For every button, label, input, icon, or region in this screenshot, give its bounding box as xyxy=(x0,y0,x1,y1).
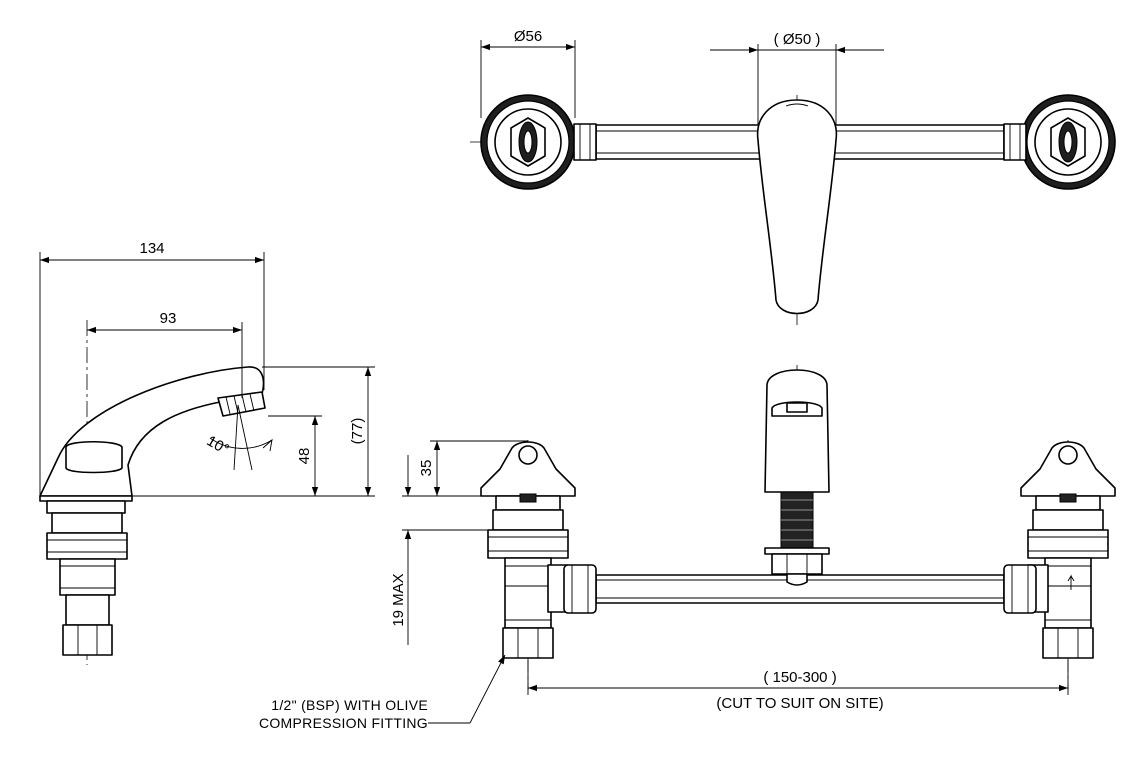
dim-handle-height: 35 xyxy=(418,460,435,477)
plan-view: Ø56 ( Ø50 ) xyxy=(470,28,1118,325)
elevation-left-valve xyxy=(480,441,597,659)
dim-spout-height: 48 xyxy=(296,448,313,465)
dim-top-mid-dia: ( Ø50 ) xyxy=(774,31,821,48)
dim-top-left-dia: Ø56 xyxy=(514,28,542,45)
dim-spout-length: 134 xyxy=(139,240,164,257)
dim-pipe-note: (CUT TO SUIT ON SITE) xyxy=(716,695,883,712)
elevation-right-valve xyxy=(1003,441,1116,659)
note-fitting-line2: COMPRESSION FITTING xyxy=(259,715,428,731)
front-elevation: 35 19 MAX ( 150-300 ) (CUT TO SUIT ON SI… xyxy=(259,365,1116,731)
side-view: 10° 134 93 48 (77) xyxy=(39,240,375,665)
dim-pipe-range: ( 150-300 ) xyxy=(763,669,836,686)
note-fitting-line1: 1/2" (BSP) WITH OLIVE xyxy=(271,697,428,713)
dim-spout-angle: 10° xyxy=(204,432,232,458)
elevation-spout xyxy=(764,369,830,586)
plan-right-handwheel xyxy=(1003,94,1116,190)
dim-mount-max: 19 MAX xyxy=(390,573,407,626)
plan-spout xyxy=(756,99,838,315)
plan-left-handwheel xyxy=(480,94,597,190)
dim-spout-reach: 93 xyxy=(160,310,177,327)
dim-spout-overall-height: (77) xyxy=(349,418,366,445)
